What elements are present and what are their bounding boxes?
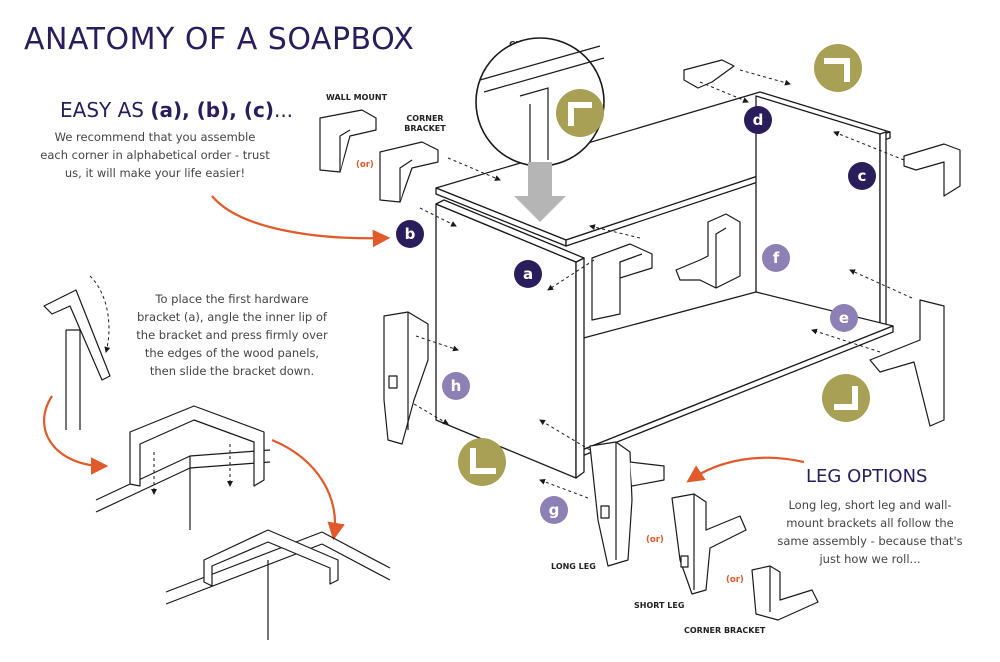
leg-h	[383, 311, 429, 445]
page-title: ANATOMY OF A SOAPBOX	[24, 22, 415, 57]
intro-heading: EASY AS (a), (b), (c)...	[60, 98, 293, 122]
bracket-c	[903, 143, 961, 197]
or-label-corner: (or)	[726, 575, 744, 585]
step-markers: a b c d e f g h	[396, 106, 876, 524]
intro-text: We recommend that you assemble each corn…	[40, 130, 270, 180]
intro-heading-suffix: ...	[273, 98, 294, 122]
short-leg-label: SHORT LEG	[634, 601, 685, 610]
back-panel	[755, 95, 881, 331]
step-c: c	[858, 167, 867, 185]
leg-options-heading: LEG OPTIONS	[806, 466, 928, 487]
intro-heading-bold: (a), (b), (c)	[150, 98, 274, 122]
step-d: d	[753, 111, 764, 129]
overlap-arrow	[514, 162, 566, 222]
leg-options-text: Long leg, short leg and wall-mount brack…	[777, 498, 963, 566]
bracket-a	[591, 243, 653, 321]
detail-bracket-lip	[129, 405, 265, 487]
orientation-icons	[458, 44, 870, 486]
long-leg	[589, 441, 633, 567]
detail-bracket-seated	[203, 529, 339, 587]
corner-bracket-b	[379, 141, 439, 203]
step-a: a	[523, 265, 533, 283]
bracket-instructions: To place the first hardware bracket (a),…	[136, 292, 328, 378]
corner-bracket-label: CORNER BRACKET	[404, 114, 446, 133]
corner-bracket-bottom-label: CORNER BRACKET	[684, 626, 766, 635]
intro-heading-prefix: EASY AS	[60, 98, 151, 122]
front-panel	[435, 203, 577, 479]
or-label-top: (or)	[356, 160, 374, 170]
short-leg	[671, 493, 747, 595]
step-h: h	[451, 377, 462, 395]
wall-mount-label: WALL MOUNT	[326, 93, 388, 102]
corner-bracket-bottom	[751, 565, 819, 621]
step-f: f	[773, 249, 780, 267]
long-leg-label: LONG LEG	[551, 562, 596, 571]
detail-bracket-angled	[43, 289, 111, 381]
step-b: b	[405, 225, 416, 243]
step-g: g	[549, 501, 560, 519]
bracket-f	[675, 213, 741, 289]
wall-mount-bracket	[319, 109, 377, 173]
bracket-e	[869, 299, 945, 427]
or-label-short: (or)	[646, 535, 664, 545]
step-e: e	[839, 309, 849, 327]
bracket-d	[683, 59, 735, 89]
